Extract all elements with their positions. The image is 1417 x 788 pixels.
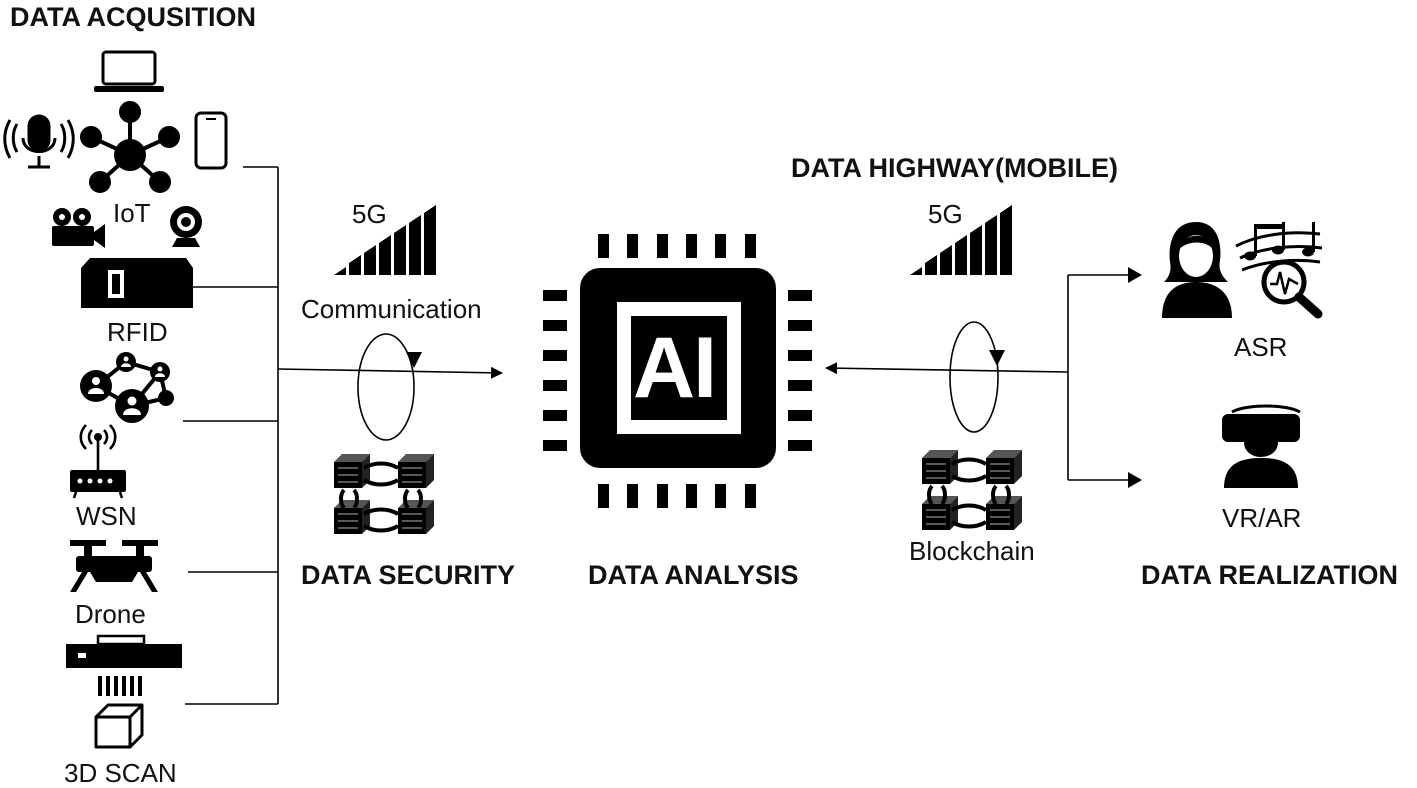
left-signal-label: 5G xyxy=(352,199,387,229)
cube-icon xyxy=(94,703,144,749)
laptop-icon xyxy=(94,50,164,92)
right-signal-label: 5G xyxy=(928,199,963,229)
input-arrow xyxy=(277,366,503,379)
ai-chip-icon xyxy=(543,234,812,508)
3d-scanner-icon xyxy=(66,634,182,696)
video-camera-icon xyxy=(52,208,105,248)
cycle-arrow-icon-right xyxy=(949,321,1005,433)
acquisition-bus xyxy=(183,166,279,705)
wireless-router-icon xyxy=(70,424,126,499)
vrar-arrowhead xyxy=(1128,472,1142,488)
section-title-security: DATA SECURITY xyxy=(301,560,515,590)
source-label-3d-scan: 3D SCAN xyxy=(64,758,177,788)
realization-bus xyxy=(1067,274,1130,481)
sensor-network-icon xyxy=(80,352,174,423)
output-arrow xyxy=(825,362,1069,375)
output-label-asr: ASR xyxy=(1234,332,1288,362)
blockchain-icon-right xyxy=(922,450,1022,530)
blockchain-icon-left xyxy=(334,454,434,534)
section-title-realization: DATA REALIZATION xyxy=(1141,560,1398,590)
source-label-iot: IoT xyxy=(113,198,151,228)
section-title-highway: DATA HIGHWAY(MOBILE) xyxy=(791,153,1118,183)
rfid-reader-icon xyxy=(81,258,193,308)
ai-chip-label: AI xyxy=(633,319,717,416)
source-label-drone: Drone xyxy=(75,599,146,629)
smartphone-icon xyxy=(194,111,228,170)
person-audio-icon xyxy=(1162,222,1323,319)
section-title-analysis: DATA ANALYSIS xyxy=(588,560,799,590)
webcam-icon xyxy=(170,206,202,247)
communication-label: Communication xyxy=(301,294,482,324)
drone-icon xyxy=(70,540,158,592)
microphone-icon xyxy=(3,114,75,169)
cycle-arrow-icon-left xyxy=(357,333,422,441)
blockchain-label: Blockchain xyxy=(909,536,1035,566)
section-title-acquisition: DATA ACQUSITION xyxy=(10,2,256,32)
iot-hub-icon xyxy=(80,101,180,193)
source-label-wsn: WSN xyxy=(76,501,137,531)
vr-headset-icon xyxy=(1222,404,1301,488)
asr-arrowhead xyxy=(1128,267,1142,283)
source-label-rfid: RFID xyxy=(107,317,168,347)
output-label-vrar: VR/AR xyxy=(1222,503,1302,533)
